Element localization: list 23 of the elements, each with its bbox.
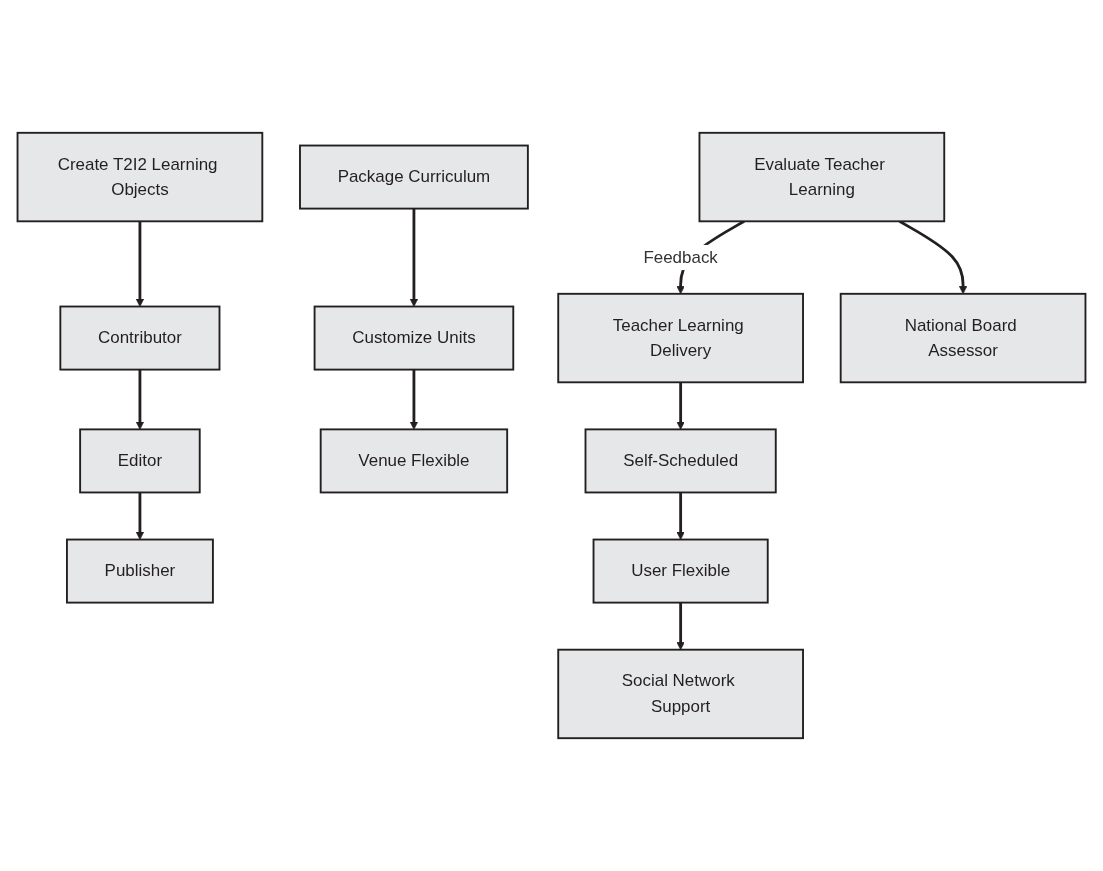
node-box: Customize Units <box>313 305 515 371</box>
node-box: Social Network Support <box>557 648 804 740</box>
node-box: Editor <box>79 428 201 494</box>
node-box: Publisher <box>66 538 214 604</box>
node-box: User Flexible <box>592 538 769 604</box>
arrow <box>135 369 145 430</box>
node-box: Evaluate Teacher Learning <box>698 131 946 223</box>
arrow <box>676 492 685 540</box>
node-box: Package Curriculum <box>299 144 529 210</box>
node-box: Venue Flexible <box>319 428 509 494</box>
arrow <box>409 369 419 430</box>
arrow <box>409 208 419 307</box>
arrow <box>676 382 685 430</box>
arrow <box>135 221 145 307</box>
node-box: National Board Assessor <box>839 292 1087 384</box>
arrow <box>898 220 968 295</box>
edge-label: Feedback <box>643 247 718 267</box>
arrow <box>676 602 685 651</box>
node-box: Self-Scheduled <box>584 428 777 494</box>
node-box: Create T2I2 Learning Objects <box>16 131 264 223</box>
node-box: Contributor <box>59 305 221 371</box>
arrow <box>135 492 145 540</box>
node-box: Teacher Learning Delivery <box>557 292 804 384</box>
